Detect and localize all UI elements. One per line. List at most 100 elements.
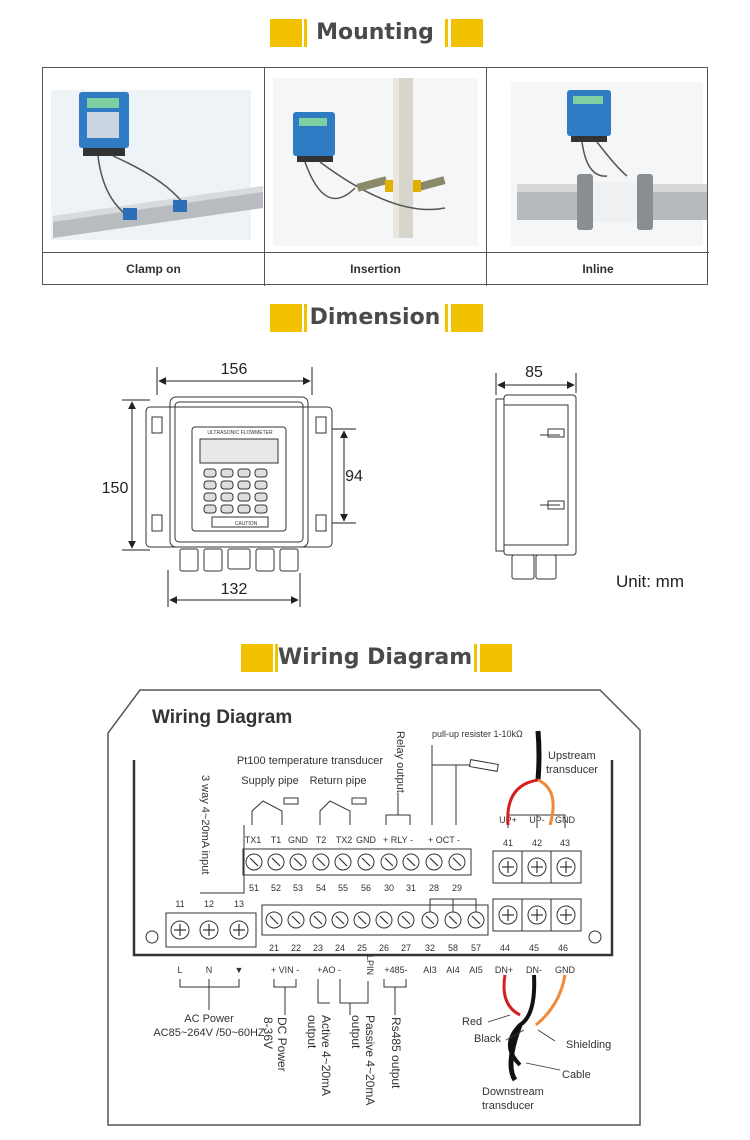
dimension-header: Dimension [0,300,750,340]
unit-label: Unit: mm [616,572,684,591]
mounting-header: Mounting [0,15,750,55]
title-bars-decoration [270,304,483,332]
term-num-43: 43 [560,838,570,848]
term-num-42: 42 [532,838,542,848]
passive-output-label: output [349,1015,363,1049]
title-bars-decoration [270,19,483,47]
dc-power-label: DC Power [275,1017,289,1072]
label-ground: ▼ [235,965,244,975]
term-num-46: 46 [558,943,568,953]
ac-range-label: AC85~264V /50~60HZ [153,1027,265,1039]
dimension-title: Dimension [309,305,441,330]
term-num-12: 12 [204,899,214,909]
label-ai4: AI4 [446,965,460,975]
term-label-tx1: TX1 [245,835,262,845]
shielding-label: Shielding [566,1039,611,1051]
term-num-27: 27 [401,943,411,953]
three-way-input-label: 3 way 4~20mA input [199,775,211,874]
downstream-label: Downstream [482,1086,544,1098]
term-num-29: 29 [452,883,462,893]
rs485-output-label: Rs485 output [389,1017,403,1089]
term-num-32: 32 [425,943,435,953]
term-num-24: 24 [335,943,345,953]
term-num-41: 41 [503,838,513,848]
term-label-t2: T2 [316,835,327,845]
term-num-51: 51 [249,883,259,893]
supply-pipe-label: Supply pipe [241,775,299,787]
side-view [495,394,577,580]
dc-range-label: 8-36V [261,1017,275,1049]
label-ai3: AI3 [423,965,437,975]
dim-85: 85 [525,364,543,381]
term-label-oct: + OCT - [428,835,460,845]
device-label: ULTRASONIC FLOWMETER [207,430,273,436]
dim-132: 132 [221,581,248,598]
black-wire-label: Black [474,1033,501,1045]
return-pipe-label: Return pipe [310,775,367,787]
label-485: +485- [384,965,407,975]
label-gnd-dn: GND [555,965,576,975]
mounting-table: Clamp on Insertion [42,67,709,286]
upstream-label: Upstream [548,750,596,762]
wiring-diagram: Wiring Diagram Pt100 temperature transdu… [107,689,641,1126]
mounting-title: Mounting [316,20,434,45]
caption-clamp-on: Clamp on [43,252,265,286]
ac-power-label: AC Power [184,1013,234,1025]
front-view [145,396,333,572]
red-wire-label: Red [462,1016,482,1028]
wiring-title: Wiring Diagram [277,645,473,670]
term-num-22: 22 [291,943,301,953]
cable-label: Cable [562,1069,591,1081]
term-num-25: 25 [357,943,367,953]
label-L: L [177,965,182,975]
dimension-drawing: ULTRASONIC FLOWMETER CAUTION 156 150 94 … [102,361,577,607]
mounting-image-inline [487,68,709,252]
term-num-53: 53 [293,883,303,893]
mounting-image-insertion [265,68,487,252]
term-label-t1: T1 [271,835,282,845]
term-num-57: 57 [471,943,481,953]
caption-inline: Inline [487,252,709,286]
label-ao: +AO - [317,965,341,975]
term-num-58: 58 [448,943,458,953]
active-label: Active 4~20mA [319,1015,333,1096]
top-terminal-block [242,848,472,876]
label-N: N [206,965,213,975]
term-label-gnd1: GND [288,835,309,845]
term-num-26: 26 [379,943,389,953]
term-num-55: 55 [338,883,348,893]
term-label-tx2: TX2 [336,835,353,845]
dim-94: 94 [345,468,363,485]
wiring-header: Wiring Diagram [0,640,750,680]
caution-label: CAUTION [235,521,258,527]
term-num-31: 31 [406,883,416,893]
label-lpin: LPIN [365,955,375,975]
term-num-28: 28 [429,883,439,893]
dim-156: 156 [221,361,248,378]
label-ai5: AI5 [469,965,483,975]
term-num-56: 56 [361,883,371,893]
term-num-54: 54 [316,883,326,893]
term-num-21: 21 [269,943,279,953]
term-num-52: 52 [271,883,281,893]
caption-insertion: Insertion [265,252,487,286]
label-vin: + VIN - [271,965,299,975]
term-num-30: 30 [384,883,394,893]
pullup-label: pull-up resister 1-10kΩ [432,729,523,739]
upstream-label-2: transducer [546,764,598,776]
dim-150: 150 [102,480,129,497]
relay-output-label: Relay output [394,731,406,793]
active-output-label: output [305,1015,319,1049]
passive-label: Passive 4~20mA [363,1015,377,1105]
mounting-image-clamp-on [43,68,265,252]
term-label-gnd2: GND [356,835,377,845]
label-dn-minus: DN- [526,965,542,975]
term-label-rly: + RLY - [383,835,413,845]
wiring-inner-title: Wiring Diagram [152,707,292,728]
term-num-11: 11 [175,899,184,909]
term-num-13: 13 [234,899,244,909]
right-terminal-block [492,850,582,932]
label-dn-plus: DN+ [495,965,513,975]
title-bars-decoration [241,644,512,672]
pt100-label: Pt100 temperature transducer [237,755,383,767]
